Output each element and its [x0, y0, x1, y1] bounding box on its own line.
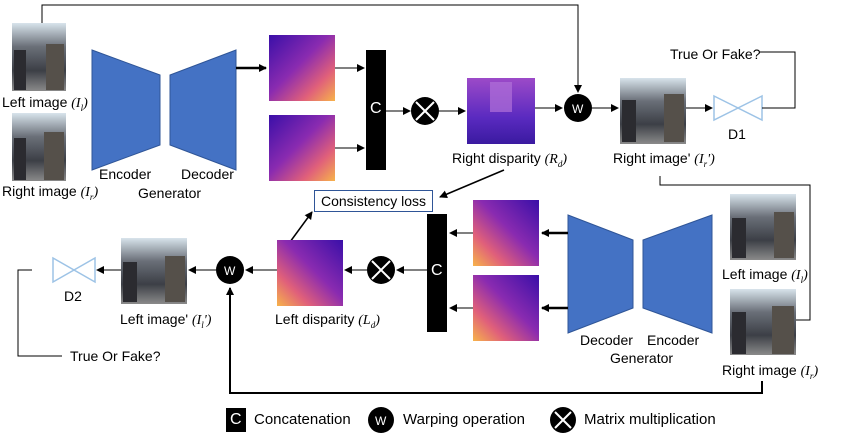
- warp-op-top: [564, 94, 592, 122]
- left-image-top-thumb: [12, 23, 66, 91]
- matrix-mult-top: [411, 97, 439, 125]
- concat-block-top: [366, 50, 386, 170]
- legend-matrix-label: Matrix multiplication: [584, 411, 716, 428]
- right-image-bottom-label: Right image (Ir): [722, 362, 819, 381]
- discriminator-d1: [713, 94, 740, 122]
- left-image-bottom-thumb: [730, 194, 796, 260]
- warp-symbol-top: W: [572, 102, 584, 116]
- right-image-prime-thumb: [620, 78, 686, 144]
- left-image-bottom-label: Left image (Il): [722, 266, 808, 285]
- disparity-out-bottom-1: [473, 200, 539, 266]
- right-image-top-thumb: [12, 113, 66, 181]
- disparity-out-top-1: [269, 35, 335, 101]
- warp-symbol-bottom: W: [224, 264, 236, 278]
- matrix-mult-bottom: [367, 256, 395, 284]
- legend-matrix-icon: [550, 407, 576, 433]
- decoder-top: [169, 49, 237, 171]
- left-disparity-label: Left disparity (Ld): [275, 311, 380, 330]
- legend-concatenation-label: Concatenation: [254, 411, 351, 428]
- disparity-out-bottom-2: [473, 275, 539, 341]
- discriminator-d2: [52, 256, 76, 284]
- legend-warping-label: Warping operation: [403, 411, 526, 428]
- disparity-out-top-2: [269, 115, 335, 181]
- warp-op-bottom: [216, 256, 244, 284]
- right-image-prime-label: Right image' (Ir'): [613, 150, 715, 169]
- concat-block-bottom: [427, 214, 447, 332]
- encoder-bottom-label: Encoder: [647, 332, 700, 348]
- concat-symbol-bottom: C: [431, 262, 443, 279]
- legend-concat-symbol: C: [230, 411, 242, 428]
- encoder-top: [91, 49, 161, 171]
- legend-warp-icon: [368, 407, 394, 433]
- d2-label: D2: [64, 288, 82, 304]
- legend-concat-icon: [226, 408, 246, 432]
- encoder-bottom: [642, 214, 713, 334]
- concat-symbol-top: C: [370, 100, 382, 117]
- left-image-prime-thumb: [121, 238, 187, 304]
- decoder-bottom: [567, 214, 634, 334]
- generator-bottom-label: Generator: [610, 350, 674, 366]
- legend-warp-symbol: W: [375, 414, 387, 428]
- true-or-fake-bottom: True Or Fake?: [70, 348, 161, 364]
- consistency-loss-box: Consistency loss: [314, 190, 434, 212]
- true-or-fake-top: True Or Fake?: [670, 46, 761, 62]
- left-image-prime-label: Left image' (Il'): [120, 311, 212, 330]
- decoder-top-label: Decoder: [181, 166, 234, 182]
- left-disparity-map: [277, 240, 343, 306]
- right-image-bottom-thumb: [730, 289, 796, 355]
- right-image-top-label: Right image (Ir): [2, 183, 99, 202]
- decoder-bottom-label: Decoder: [580, 332, 633, 348]
- right-disparity-label: Right disparity (Rd): [452, 150, 567, 169]
- encoder-top-label: Encoder: [99, 166, 152, 182]
- generator-top-label: Generator: [138, 185, 202, 201]
- left-image-top-label: Left image (Il): [2, 94, 88, 113]
- d1-label: D1: [728, 126, 746, 142]
